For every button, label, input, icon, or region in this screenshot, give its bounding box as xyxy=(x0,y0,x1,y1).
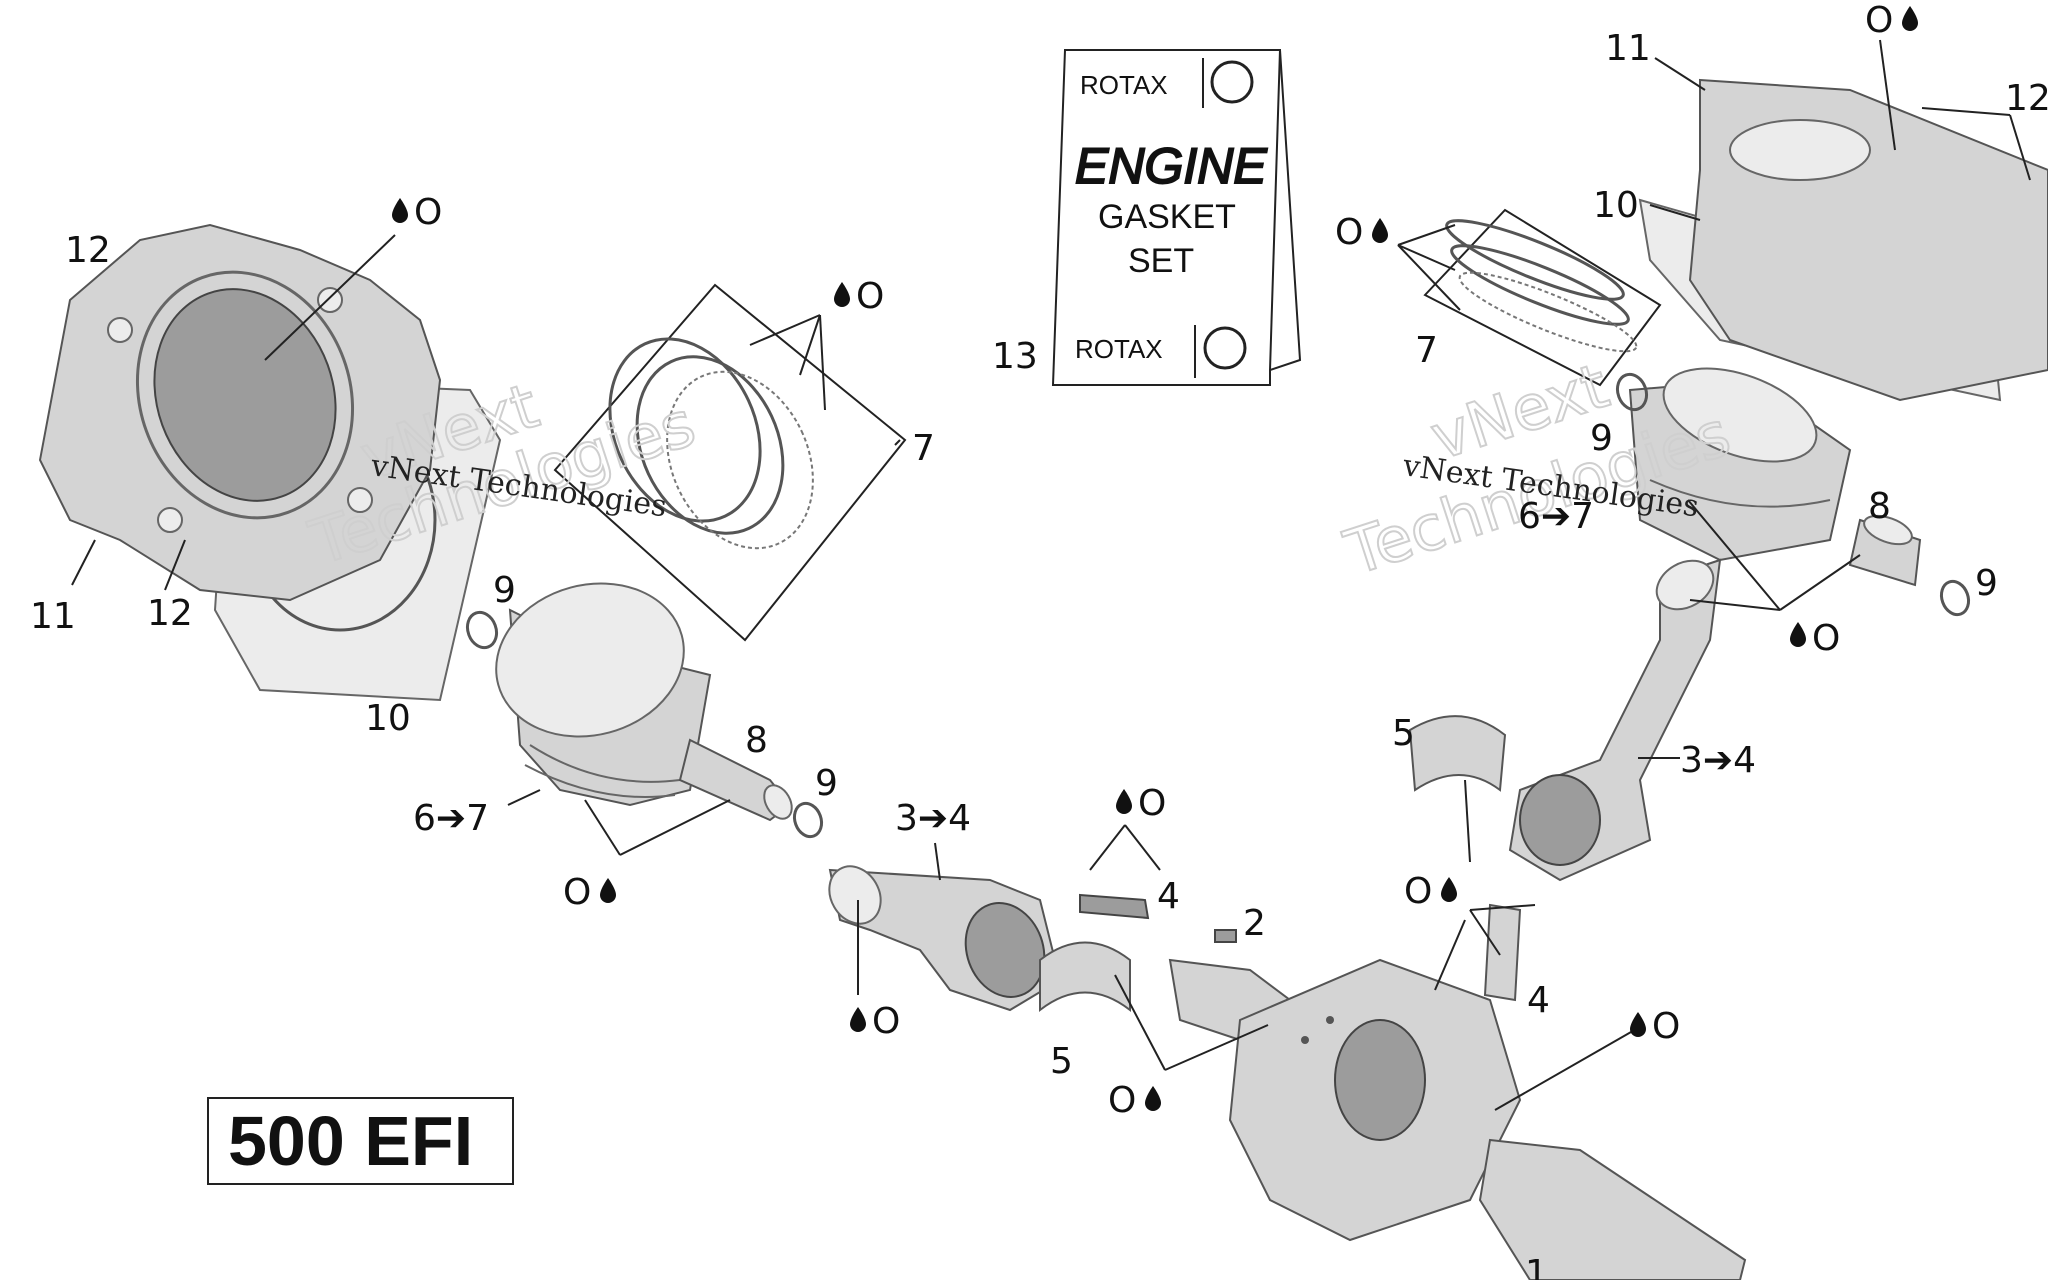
oil-drop-icon xyxy=(1630,1012,1646,1037)
piston-pin-left xyxy=(678,738,793,822)
svg-text:O: O xyxy=(1335,212,1363,253)
callout-8-right: 8 xyxy=(1868,486,1891,527)
callout-5-left: 5 xyxy=(1050,1041,1073,1082)
callout-9-left-a: 9 xyxy=(493,570,516,611)
svg-text:O: O xyxy=(1652,1006,1680,1047)
model-label-box: 500 EFI xyxy=(207,1097,514,1185)
oil-drop-icon xyxy=(600,878,616,903)
callout-11-right: 11 xyxy=(1605,28,1651,69)
circlip-right-1 xyxy=(1615,372,1649,412)
callout-10-right: 10 xyxy=(1593,185,1639,226)
callout-3-right: 3➔4 xyxy=(1680,740,1756,781)
svg-text:O: O xyxy=(1108,1080,1136,1121)
oil-drop-icon xyxy=(1441,877,1457,902)
oil-symbol-crank-pin: O xyxy=(1404,871,1457,912)
circlip-right-2 xyxy=(1939,579,1971,617)
bearing-shell-right xyxy=(1408,715,1507,792)
callout-6-right: 6➔7 xyxy=(1518,496,1594,537)
woodruff-key xyxy=(1214,929,1237,943)
oil-symbol-rings-left: O xyxy=(834,276,884,317)
bearing-shell-left xyxy=(1039,941,1131,1013)
cylinder-right xyxy=(1688,78,2048,402)
kit-brand-top: ROTAX xyxy=(1080,70,1168,100)
kit-line3: SET xyxy=(1128,242,1194,280)
oil-symbol-cylinder-left: O xyxy=(392,192,442,233)
circlip-left-1 xyxy=(465,610,499,650)
oil-symbol-bearing-left: O xyxy=(1108,1080,1161,1121)
oil-drop-icon xyxy=(834,282,850,307)
connecting-rod-right xyxy=(1508,558,1722,882)
callout-3-left: 3➔4 xyxy=(895,798,971,839)
kit-line2: GASKET xyxy=(1098,198,1236,236)
oil-symbol-rod-left-small-end: O xyxy=(850,1001,900,1042)
callout-13: 13 xyxy=(992,336,1038,377)
callout-8-left: 8 xyxy=(745,720,768,761)
oil-symbol-piston-right: O xyxy=(1790,618,1840,659)
kit-title: ENGINE xyxy=(1075,138,1267,194)
oil-drop-icon xyxy=(1790,622,1806,647)
oil-drop-icon xyxy=(850,1007,866,1032)
oil-drop-icon xyxy=(392,198,408,223)
piston-ring-set-left xyxy=(553,283,907,642)
svg-text:O: O xyxy=(856,276,884,317)
oil-drop-icon xyxy=(1372,218,1388,243)
callout-11-left: 11 xyxy=(30,596,76,637)
rod-bolt-left xyxy=(1079,893,1150,920)
svg-text:O: O xyxy=(1404,871,1432,912)
oil-symbol-piston-left: O xyxy=(563,872,616,913)
gasket-kit-bag: ROTAX ENGINE GASKET SET ROTAX xyxy=(1051,49,1302,386)
connecting-rod-left xyxy=(828,865,1062,1012)
oil-symbol-rod-bolt-left: O xyxy=(1116,783,1166,824)
oil-drop-icon xyxy=(1116,789,1132,814)
oil-symbol-rings-right: O xyxy=(1335,212,1388,253)
model-label: 500 EFI xyxy=(228,1102,473,1180)
circlip-left-2 xyxy=(792,801,824,839)
piston-ring-set-right xyxy=(1423,208,1662,387)
leader-lines xyxy=(71,39,2031,1111)
brand-seal-icon-bottom xyxy=(1203,326,1247,370)
callout-7-right: 7 xyxy=(1415,330,1438,371)
piston-right xyxy=(1628,367,1852,562)
kit-brand-bottom: ROTAX xyxy=(1075,334,1163,364)
cylinder-left xyxy=(38,223,442,602)
brand-seal-icon xyxy=(1210,60,1254,104)
callout-12-left-b: 12 xyxy=(147,593,193,634)
svg-text:O: O xyxy=(872,1001,900,1042)
callout-9-left-b: 9 xyxy=(815,763,838,804)
svg-text:O: O xyxy=(414,192,442,233)
oil-drop-icon xyxy=(1145,1086,1161,1111)
callout-5-right: 5 xyxy=(1392,713,1415,754)
svg-text:O: O xyxy=(1812,618,1840,659)
piston-pin-right xyxy=(1848,514,1922,587)
callout-10-left: 10 xyxy=(365,698,411,739)
callout-2: 2 xyxy=(1243,903,1266,944)
oil-drop-icon xyxy=(1902,6,1918,31)
callout-12-left-a: 12 xyxy=(65,230,111,271)
oil-symbol-crankshaft: O xyxy=(1630,1006,1680,1047)
svg-text:O: O xyxy=(563,872,591,913)
callout-6-left: 6➔7 xyxy=(413,798,489,839)
oil-symbol-cylinder-right: O xyxy=(1865,0,1918,41)
svg-text:O: O xyxy=(1138,783,1166,824)
callout-4-left: 4 xyxy=(1157,876,1180,917)
callout-1: 1 xyxy=(1525,1253,1548,1280)
callout-7-left: 7 xyxy=(912,428,935,469)
callout-4-right: 4 xyxy=(1527,980,1550,1021)
svg-text:O: O xyxy=(1865,0,1893,41)
crank-pin xyxy=(1483,903,1522,1002)
callout-9-right-b: 9 xyxy=(1975,563,1998,604)
piston-left xyxy=(495,582,712,807)
callout-12-right: 12 xyxy=(2005,78,2048,119)
callout-9-right-a: 9 xyxy=(1590,418,1613,459)
